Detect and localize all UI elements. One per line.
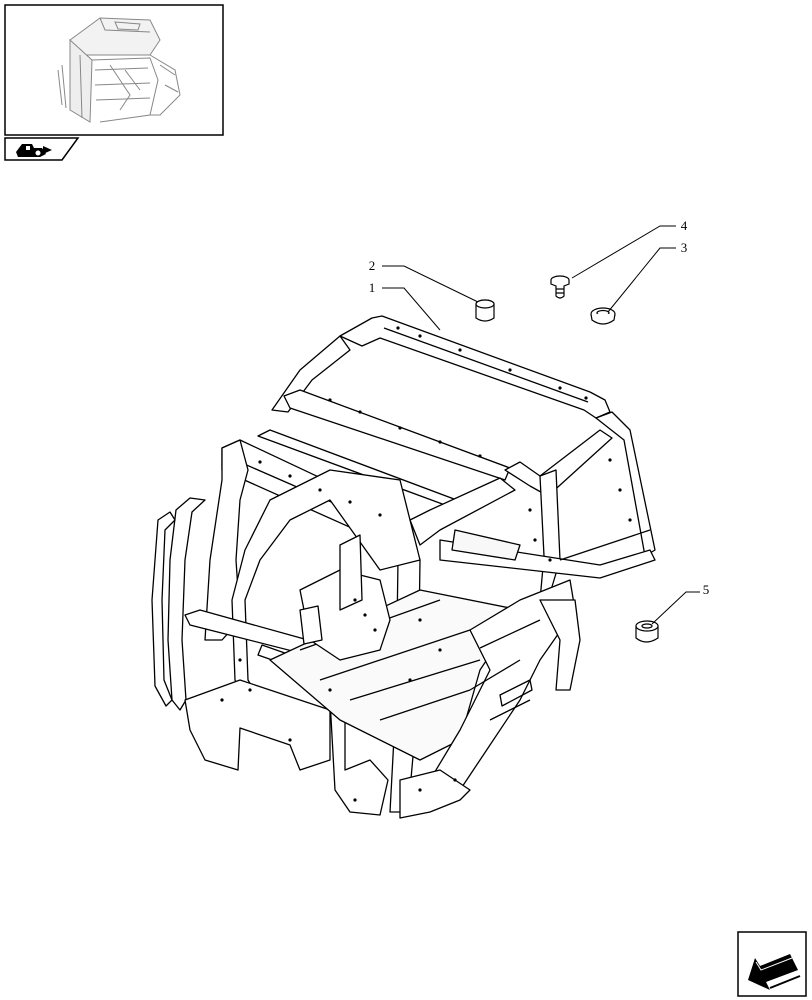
cab-frame [151,315,656,819]
thumbnail-panel [4,4,224,136]
callout-4: 4 [681,218,688,233]
callout-5: 5 [703,582,710,597]
cab-thumbnail-image [57,17,181,123]
part-2-cap [475,299,495,322]
part-5-bushing [635,620,659,643]
part-3-grommet [590,307,616,325]
nav-arrow-button[interactable] [737,931,807,997]
tractor-cab-section-icon [16,144,52,157]
return-arrow-icon [748,954,801,990]
callout-1: 1 [369,280,376,295]
callout-leaders [382,225,700,625]
section-tab[interactable] [4,137,80,161]
callout-2: 2 [369,258,376,273]
part-4-pin [550,275,570,299]
callout-3: 3 [681,240,688,255]
